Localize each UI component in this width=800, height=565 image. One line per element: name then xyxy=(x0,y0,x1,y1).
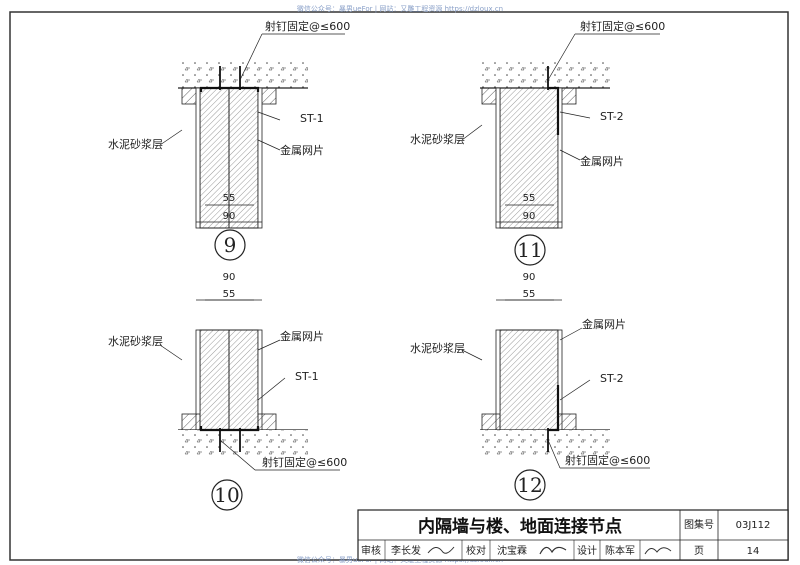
designer-name: 陈本军 xyxy=(605,544,635,557)
mortar-label: 水泥砂浆层 xyxy=(108,334,163,348)
dim-inner: 55 xyxy=(523,193,536,204)
nail-label: 射钉固定@≤600 xyxy=(580,19,665,33)
nail-label: 射钉固定@≤600 xyxy=(262,455,347,469)
detail-number: 9 xyxy=(224,233,237,257)
nail-label: 射钉固定@≤600 xyxy=(265,19,350,33)
design-label: 设计 xyxy=(577,544,597,557)
mortar-label: 水泥砂浆层 xyxy=(410,341,465,355)
check-label: 校对 xyxy=(466,544,486,557)
atlas-label: 图集号 xyxy=(684,518,714,531)
dim-inner: 55 xyxy=(523,289,536,300)
sheet-border xyxy=(9,11,789,561)
detail-number-circle xyxy=(214,229,246,261)
reviewer-signature xyxy=(427,546,455,554)
dim-outer: 90 xyxy=(523,211,536,222)
clip-label: ST-2 xyxy=(600,110,624,123)
title-block: 内隔墙与楼、地面连接节点 图集号 03J112 审核 李长发 校对 沈宝霖 设计… xyxy=(357,509,789,561)
detail-9: 射钉固定@≤600 ST-1 水泥砂浆层 金属网片 55 90 9 xyxy=(108,19,350,261)
nail-label: 射钉固定@≤600 xyxy=(565,453,650,467)
detail-number-circle xyxy=(211,479,243,511)
dim-outer: 90 xyxy=(523,272,536,283)
clip-label: ST-2 xyxy=(600,372,624,385)
detail-number-circle xyxy=(514,469,546,501)
checker-name: 沈宝霖 xyxy=(497,544,527,557)
mortar-label: 水泥砂浆层 xyxy=(108,137,163,151)
wall-panel xyxy=(499,329,559,431)
dim-outer: 90 xyxy=(223,272,236,283)
detail-11: 射钉固定@≤600 ST-2 水泥砂浆层 金属网片 55 90 11 xyxy=(410,19,665,266)
detail-number: 12 xyxy=(517,473,542,497)
designer-signature xyxy=(644,547,672,555)
mesh-label: 金属网片 xyxy=(280,143,324,157)
mesh-label: 金属网片 xyxy=(582,317,626,331)
st-clip xyxy=(548,385,560,432)
detail-12: 90 55 水泥砂浆层 金属网片 ST-2 射钉固定@≤600 12 xyxy=(410,272,650,501)
sheet-title: 内隔墙与楼、地面连接节点 xyxy=(418,516,622,537)
watermark-top: 微信公众号：暴男ueFor | 网站：又雕工程资源 https://dzloux… xyxy=(297,4,503,13)
dim-outer: 90 xyxy=(223,211,236,222)
wall-panel xyxy=(499,87,559,229)
dim-inner: 55 xyxy=(223,289,236,300)
detail-number-circle xyxy=(514,234,546,266)
page-number: 14 xyxy=(747,546,760,557)
st-clip xyxy=(548,86,560,135)
reviewer-name: 李长发 xyxy=(391,544,421,557)
checker-signature xyxy=(539,546,567,555)
detail-number: 11 xyxy=(517,238,542,262)
mortar-label: 水泥砂浆层 xyxy=(410,132,465,146)
mesh-label: 金属网片 xyxy=(280,329,324,343)
page-label: 页 xyxy=(694,545,704,557)
clip-label: ST-1 xyxy=(295,370,319,383)
detail-10: 90 55 水泥砂浆层 金属网片 ST-1 射钉固定@≤600 10 xyxy=(108,272,347,511)
review-label: 审核 xyxy=(361,544,381,557)
detail-number: 10 xyxy=(214,483,239,507)
st-clip xyxy=(199,86,260,92)
slab xyxy=(178,62,308,88)
atlas-number: 03J112 xyxy=(736,520,771,531)
st-clip xyxy=(199,426,260,432)
clip-label: ST-1 xyxy=(300,112,324,125)
floor-slab xyxy=(480,430,610,458)
floor-slab xyxy=(178,430,308,458)
dim-inner: 55 xyxy=(223,193,236,204)
mesh-label: 金属网片 xyxy=(580,154,624,168)
